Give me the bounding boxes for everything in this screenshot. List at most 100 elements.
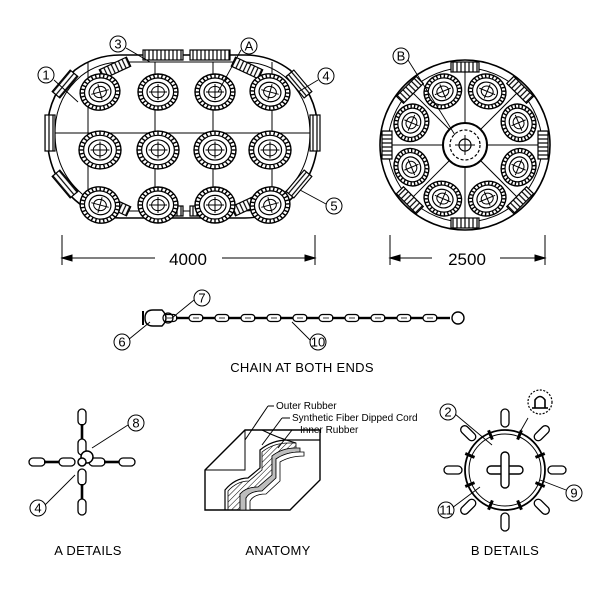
callout-c2: 2	[439, 403, 457, 421]
shackle-detail-icon	[527, 389, 553, 415]
tyre	[193, 130, 237, 170]
spoke-link	[500, 408, 510, 428]
callout-c4a: 4	[317, 67, 335, 85]
anatomy-section-drawing	[204, 405, 321, 511]
callout-c8: 8	[127, 414, 145, 432]
tyre	[249, 186, 291, 224]
callout-number: 4	[322, 69, 329, 84]
callout-number: 6	[118, 335, 125, 350]
callout-number: 4	[34, 501, 41, 516]
callout-number: B	[397, 49, 406, 64]
tyre	[393, 103, 430, 143]
ring-clamp	[487, 429, 494, 441]
callout-c3: 3	[109, 35, 127, 53]
callout-number: A	[245, 39, 254, 54]
fender-end-view	[379, 59, 551, 231]
tyre	[423, 180, 463, 217]
length-dimension: 4000	[169, 250, 207, 269]
callout-number: 1	[42, 68, 49, 83]
callout-markers: 1 3 A 4 5 B 7 6 10 8 4 2 9 11	[29, 35, 583, 519]
outer-rubber-label: Outer Rubber	[276, 401, 337, 412]
callout-number: 7	[198, 291, 205, 306]
tyre	[194, 186, 236, 224]
ring-clamp	[534, 481, 546, 488]
swivel	[162, 312, 174, 324]
tyre	[79, 186, 121, 224]
tyre	[500, 147, 537, 187]
a-details-caption: A DETAILS	[54, 543, 122, 558]
dimension-lines	[60, 235, 547, 265]
callout-cA: A	[240, 37, 258, 55]
spoke-link	[460, 498, 477, 515]
ring-clamp	[534, 452, 546, 459]
tyre	[137, 186, 179, 224]
tread-block	[505, 185, 535, 215]
callout-c10: 10	[309, 333, 327, 351]
callout-c6: 6	[113, 333, 131, 351]
ring-clamp	[464, 452, 476, 459]
chain-caption: CHAIN AT BOTH ENDS	[230, 360, 374, 375]
end-ring	[451, 311, 465, 325]
b-details-drawing	[443, 389, 567, 532]
tyre	[467, 180, 507, 217]
spoke-link	[460, 425, 477, 442]
tread-block	[285, 169, 313, 199]
tread-block	[395, 75, 425, 105]
chain-link	[28, 457, 46, 467]
callout-c4b: 4	[29, 499, 47, 517]
tyre	[249, 73, 291, 111]
tread-block	[51, 69, 79, 99]
tyre	[78, 130, 122, 170]
center-ring	[77, 457, 87, 467]
callout-c7: 7	[193, 289, 211, 307]
tread-block	[189, 49, 231, 61]
tread-block	[230, 56, 264, 80]
tyre	[194, 73, 236, 111]
spoke-link	[443, 465, 463, 475]
callout-number: 10	[311, 335, 325, 350]
callout-number: 3	[114, 37, 121, 52]
fender-side-view	[44, 49, 321, 224]
callout-number: 9	[570, 486, 577, 501]
chain-link	[77, 408, 87, 426]
cord-layer-label: Synthetic Fiber Dipped Cord	[292, 413, 418, 424]
tread-block	[395, 185, 425, 215]
callout-c11: 11	[437, 501, 455, 519]
tyre	[137, 73, 179, 111]
tread-block	[505, 75, 535, 105]
tyre	[467, 73, 507, 110]
tread-block	[285, 69, 313, 99]
ring-clamp	[516, 429, 523, 441]
tread-block	[309, 114, 321, 152]
spoke-link	[533, 425, 550, 442]
a-details-drawing	[28, 408, 136, 516]
callout-number: 11	[439, 503, 453, 518]
anatomy-caption: ANATOMY	[245, 543, 310, 558]
tread-block	[51, 169, 79, 199]
callout-c9: 9	[565, 484, 583, 502]
inner-rubber-label: Inner Rubber	[300, 425, 359, 436]
end-chain	[142, 309, 465, 327]
tyre	[393, 147, 430, 187]
callout-cB: B	[392, 47, 410, 65]
callout-c5: 5	[325, 197, 343, 215]
tyre-array	[78, 73, 292, 224]
hub-ring	[464, 429, 546, 511]
chain-link	[118, 457, 136, 467]
tyre	[248, 130, 292, 170]
tread-block	[537, 130, 549, 160]
callout-number: 5	[330, 199, 337, 214]
chain-link	[77, 498, 87, 516]
ring-clamp	[464, 481, 476, 488]
callout-number: 8	[132, 416, 139, 431]
callout-number: 2	[444, 405, 451, 420]
tread-block	[142, 49, 184, 61]
ring-clamp	[487, 499, 494, 511]
callout-c1: 1	[37, 66, 55, 84]
tyre	[423, 73, 463, 110]
tread-block	[381, 130, 393, 160]
spoke-link	[500, 512, 510, 532]
spoke-link	[547, 465, 567, 475]
